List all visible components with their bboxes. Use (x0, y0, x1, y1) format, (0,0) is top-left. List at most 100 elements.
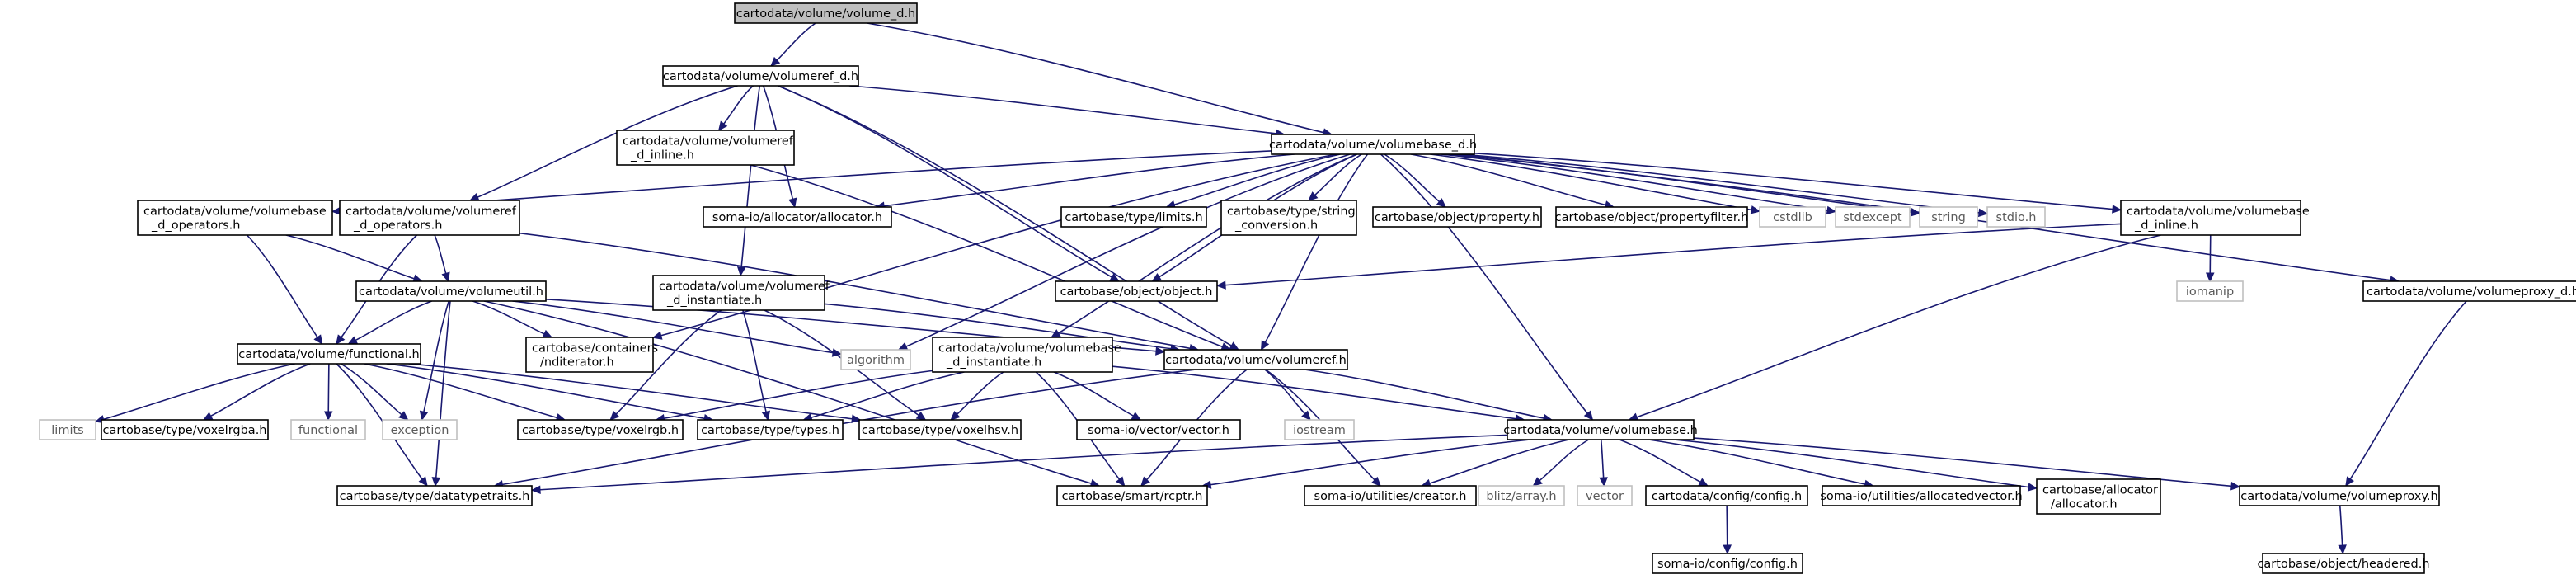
node-volumeproxy_h[interactable]: cartodata/volume/volumeproxy.h (2239, 485, 2440, 506)
node-box (616, 130, 795, 166)
edge-arrowhead (1260, 340, 1270, 351)
node-box (840, 349, 911, 370)
node-string: string (1919, 206, 1978, 228)
node-rcptr[interactable]: cartobase/smart/rcptr.h (1056, 485, 1208, 506)
node-box (1060, 206, 1207, 228)
node-headered[interactable]: cartobase/object/headered.h (2257, 553, 2430, 574)
node-voxelhsv[interactable]: cartobase/type/voxelhsv.h (858, 419, 1022, 440)
edge-volumebase_d_inline-to-object (1225, 223, 2122, 286)
node-label: soma-io/utilities/creator.h (1314, 490, 1467, 503)
edge-volumebase_d-to-cstdlib (1430, 153, 1752, 211)
node-box (1555, 206, 1748, 228)
node-box (1056, 485, 1208, 506)
edge-volumebase_d-to-allocator (883, 153, 1295, 207)
node-creator[interactable]: soma-io/utilities/creator.h (1304, 485, 1477, 506)
edge-volumebase_d-to-string_conv (1314, 153, 1362, 196)
node-label: _d_operators.h (151, 219, 240, 233)
node-voxelrgb[interactable]: cartobase/type/voxelrgb.h (517, 419, 684, 440)
node-types[interactable]: cartobase/type/types.h (697, 419, 844, 440)
node-label: soma-io/config/config.h (1657, 558, 1798, 571)
node-label: stdexcept (1843, 211, 1902, 224)
node-limits_h[interactable]: cartobase/type/limits.h (1060, 206, 1207, 228)
node-volumeref_d_operators[interactable]: cartodata/volume/volumeref_d_operators.h (339, 200, 520, 236)
node-voxelrgba[interactable]: cartobase/type/voxelrgba.h (101, 419, 269, 440)
node-stdexcept: stdexcept (1835, 206, 1911, 228)
edge-volumeref_d-to-volumeref_h (778, 85, 1232, 346)
edge-volumebase_d_operators-to-functional_h (246, 234, 318, 338)
node-property[interactable]: cartobase/object/property.h (1372, 206, 1542, 228)
node-label: vector (1586, 490, 1624, 503)
edge-functional_h-to-voxelhsv (408, 363, 853, 420)
node-config[interactable]: cartodata/config/config.h (1645, 485, 1808, 506)
edge-arrowhead (530, 485, 541, 494)
node-label: cartobase/type/limits.h (1065, 211, 1202, 224)
node-allocator2[interactable]: cartobase/allocator/allocator.h (2036, 478, 2161, 515)
node-label: functional (298, 424, 358, 437)
node-label: _conversion.h (1234, 219, 1318, 233)
node-propertyfilter[interactable]: cartobase/object/propertyfilter.h (1555, 206, 1749, 228)
node-label: cartodata/volume/volumeproxy_d.h (2367, 285, 2576, 299)
edge-arrowhead (915, 411, 927, 421)
edge-volumeproxy_h-to-headered (2339, 505, 2343, 546)
node-allocatedvector[interactable]: soma-io/utilities/allocatedvector.h (1820, 485, 2023, 506)
node-volumebase_d_instantiate[interactable]: cartodata/volume/volumebase_d_instantiat… (932, 337, 1121, 373)
node-label: cartodata/volume/functional.h (238, 348, 419, 361)
edge-arrowhead (468, 193, 480, 201)
node-label: cartodata/volume/volumeref (623, 135, 794, 148)
edge-arrowhead (1977, 208, 1989, 218)
node-label: cartodata/volume/volumeref.h (1165, 354, 1347, 367)
node-volumebase_h[interactable]: cartodata/volume/volumebase.h (1503, 419, 1698, 440)
node-label: cartodata/volume/volumeutil.h (359, 285, 543, 299)
edge-volumebase_d_instantiate-to-voxelrgb (664, 370, 933, 420)
node-allocator[interactable]: soma-io/allocator/allocator.h (703, 206, 892, 228)
node-label: limits (51, 424, 83, 437)
node-label: /allocator.h (2051, 498, 2118, 511)
edge-arrowhead (2345, 476, 2354, 487)
node-label: cartodata/volume/volumebase (143, 205, 327, 219)
edge-volumebase_d_instantiate-to-volumebase_h (1112, 365, 1516, 420)
node-volumeref_h[interactable]: cartodata/volume/volumeref.h (1163, 349, 1348, 370)
node-volumebase_d[interactable]: cartodata/volume/volumebase_d.h (1269, 134, 1477, 155)
node-label: cartodata/volume/volumebase (938, 342, 1121, 356)
edge-volumeref_h-to-volumebase_h (1304, 369, 1544, 419)
node-somaconfig[interactable]: soma-io/config/config.h (1652, 553, 1803, 574)
edge-arrowhead (1583, 410, 1594, 421)
edge-volumebase_d_instantiate-to-voxelhsv (957, 371, 1004, 415)
node-label: string (1931, 211, 1966, 224)
edge-arrowhead (202, 412, 214, 421)
node-volumeref_d_inline[interactable]: cartodata/volume/volumeref_d_inline.h (616, 130, 795, 166)
node-box (662, 65, 859, 87)
edge-functional_h-to-voxelrgba (210, 363, 311, 417)
node-string_conv[interactable]: cartobase/type/string_conversion.h (1220, 200, 1357, 236)
edge-volumeref_d-to-volumeref_d_inline (723, 85, 754, 125)
edge-volumebase_h-to-rcptr (1210, 439, 1530, 486)
node-box (2120, 200, 2301, 236)
node-functional_h[interactable]: cartodata/volume/functional.h (237, 343, 421, 365)
node-label: cartobase/object/propertyfilter.h (1555, 211, 1749, 224)
node-label: _d_inline.h (2134, 219, 2198, 233)
node-label: cartobase/object/headered.h (2257, 558, 2429, 571)
node-label: iostream (1293, 424, 1346, 437)
node-volumeref_d[interactable]: cartodata/volume/volumeref_d.h (662, 65, 859, 87)
edge-config-to-somaconfig (1726, 505, 1728, 546)
node-volumeref_d_instantiate[interactable]: cartodata/volume/volumeref_d_instantiate… (652, 275, 830, 311)
node-box (336, 485, 533, 506)
node-volumeutil[interactable]: cartodata/volume/volumeutil.h (355, 280, 547, 302)
node-label: cartobase/type/voxelrgba.h (103, 424, 267, 437)
edge-volumebase_h-to-creator (1429, 439, 1569, 484)
edge-volumeproxy_d-to-volumeproxy_h (2349, 300, 2467, 480)
node-object[interactable]: cartobase/object/object.h (1055, 280, 1218, 302)
node-vector_h[interactable]: soma-io/vector/vector.h (1076, 419, 1241, 440)
node-datatypetraits[interactable]: cartobase/type/datatypetraits.h (336, 485, 533, 506)
node-label: _d_instantiate.h (946, 356, 1041, 370)
node-volumeproxy_d[interactable]: cartodata/volume/volumeproxy_d.h (2362, 280, 2576, 302)
edge-volumeutil-to-datatypetraits (435, 300, 451, 478)
edge-arrowhead (897, 341, 909, 351)
edge-functional_h-to-types (386, 363, 705, 420)
node-box (237, 343, 421, 365)
edge-volume_d-to-volumeref_d (776, 22, 816, 61)
node-nditerator[interactable]: cartobase/containers/nditerator.h (525, 337, 658, 373)
node-volumebase_d_inline[interactable]: cartodata/volume/volumebase_d_inline.h (2120, 200, 2310, 236)
node-box (1076, 419, 1241, 440)
node-volumebase_d_operators[interactable]: cartodata/volume/volumebase_d_operators.… (137, 200, 333, 236)
